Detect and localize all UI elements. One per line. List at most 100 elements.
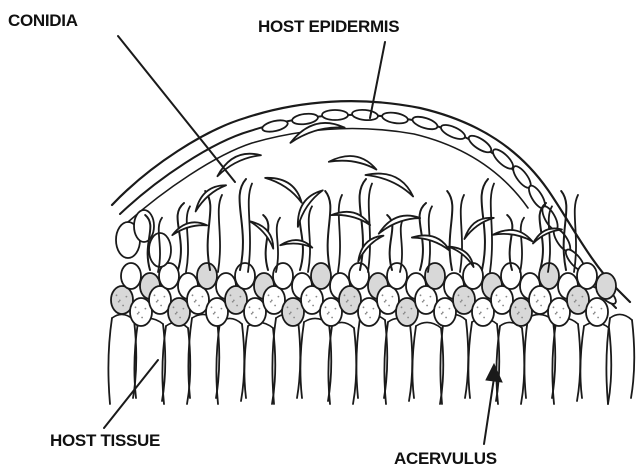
epidermis-cell <box>322 110 348 120</box>
conidium <box>265 169 306 206</box>
stroma-stipple-dot <box>350 305 352 307</box>
conidiophore <box>507 215 512 270</box>
stroma-stipple-dot <box>156 301 158 303</box>
stroma-stipple-dot <box>173 306 175 308</box>
stroma-stipple-dot <box>601 308 603 310</box>
tissue-cell-wall <box>384 322 412 404</box>
stroma-stipple-dot <box>230 294 232 296</box>
label-acervulus: ACERVULUS <box>394 450 497 467</box>
tissue-cell-wall <box>356 318 387 398</box>
stroma-stipple-dot <box>327 313 329 315</box>
stroma-cell <box>349 263 369 289</box>
stroma-stipple-dot <box>597 317 599 319</box>
tissue-cell-wall <box>524 318 555 398</box>
stroma-stipple-dot <box>154 294 156 296</box>
stroma-stipple-dot <box>211 306 213 308</box>
conidiophore <box>263 215 268 270</box>
stroma-stipple-dot <box>116 294 118 296</box>
stroma-stipple-dot <box>268 294 270 296</box>
stroma-cell <box>235 263 255 289</box>
tissue-cell-wall <box>468 322 499 401</box>
stroma-stipple-dot <box>536 301 538 303</box>
stroma-stipple-dot <box>137 313 139 315</box>
stroma-stipple-dot <box>346 301 348 303</box>
stroma-stipple-dot <box>496 294 498 296</box>
stroma-stipple-dot <box>270 301 272 303</box>
stroma-cell <box>197 263 217 289</box>
conidiophore <box>308 206 312 272</box>
tissue-cell-top <box>610 314 632 320</box>
stroma-stipple-dot <box>388 305 390 307</box>
conidiophore <box>248 184 252 272</box>
tissue-cell-wall <box>272 318 300 404</box>
stroma-stipple-dot <box>422 301 424 303</box>
conidiophore <box>218 195 222 272</box>
stroma-stipple-dot <box>401 306 403 308</box>
leader-line-host-tissue <box>104 360 158 428</box>
stroma-stipple-dot <box>251 313 253 315</box>
stroma-stipple-dot <box>325 306 327 308</box>
leader-line-conidia <box>118 36 235 182</box>
stroma-stipple-dot <box>563 308 565 310</box>
epidermis-cell <box>261 118 289 134</box>
stroma-stipple-dot <box>458 294 460 296</box>
epidermis-cell <box>381 111 408 125</box>
conidium <box>190 180 229 211</box>
stroma-stipple-dot <box>578 305 580 307</box>
stroma-cell <box>586 298 608 326</box>
stroma-stipple-dot <box>439 306 441 308</box>
stroma-cell <box>577 263 597 289</box>
conidiophore <box>447 191 452 270</box>
stroma-stipple-dot <box>236 305 238 307</box>
label-conidia: CONIDIA <box>8 12 78 29</box>
conidium <box>376 212 421 234</box>
epidermis-inner-line-2 <box>128 128 528 222</box>
stroma-stipple-dot <box>183 308 185 310</box>
stroma-stipple-dot <box>498 301 500 303</box>
stroma-stipple-dot <box>255 317 257 319</box>
tissue-cell-wall <box>552 322 580 404</box>
stroma-stipple-dot <box>430 296 432 298</box>
stroma-stipple-dot <box>141 317 143 319</box>
stroma-stipple-dot <box>477 306 479 308</box>
conidium <box>331 206 372 229</box>
stroma-stipple-dot <box>468 296 470 298</box>
conidium <box>329 150 379 174</box>
conidium <box>171 220 208 235</box>
stroma-stipple-dot <box>274 305 276 307</box>
stroma-stipple-dot <box>331 317 333 319</box>
stroma-stipple-dot <box>464 305 466 307</box>
stroma-stipple-dot <box>179 317 181 319</box>
tissue-cell-wall <box>188 318 219 398</box>
stroma-stipple-dot <box>591 306 593 308</box>
tissue-cell-wall <box>496 326 524 404</box>
stroma-cell <box>596 273 616 299</box>
conidium <box>460 213 496 239</box>
stroma-stipple-dot <box>278 296 280 298</box>
stroma-stipple-dot <box>426 305 428 307</box>
stroma-stipple-dot <box>534 294 536 296</box>
stroma-stipple-dot <box>517 313 519 315</box>
tissue-cell-wall <box>300 322 331 401</box>
epidermis-cell <box>352 109 379 122</box>
stroma-stipple-dot <box>369 317 371 319</box>
stroma-stipple-dot <box>479 313 481 315</box>
conidiophore <box>368 184 372 272</box>
stroma-stipple-dot <box>449 308 451 310</box>
conidiophore <box>205 191 210 270</box>
stroma-stipple-dot <box>306 294 308 296</box>
tissue-cell-wall <box>412 326 443 404</box>
conidiophore <box>240 179 246 270</box>
stroma-stipple-dot <box>521 317 523 319</box>
stroma-stipple-dot <box>160 305 162 307</box>
stroma-stipple-dot <box>122 305 124 307</box>
stroma-stipple-dot <box>202 296 204 298</box>
conidium <box>280 237 313 251</box>
stroma-stipple-dot <box>293 317 295 319</box>
stroma-stipple-dot <box>544 296 546 298</box>
stroma-stipple-dot <box>297 308 299 310</box>
label-host-epidermis: HOST EPIDERMIS <box>258 18 399 35</box>
stroma-stipple-dot <box>308 301 310 303</box>
conidiophore <box>178 203 184 270</box>
